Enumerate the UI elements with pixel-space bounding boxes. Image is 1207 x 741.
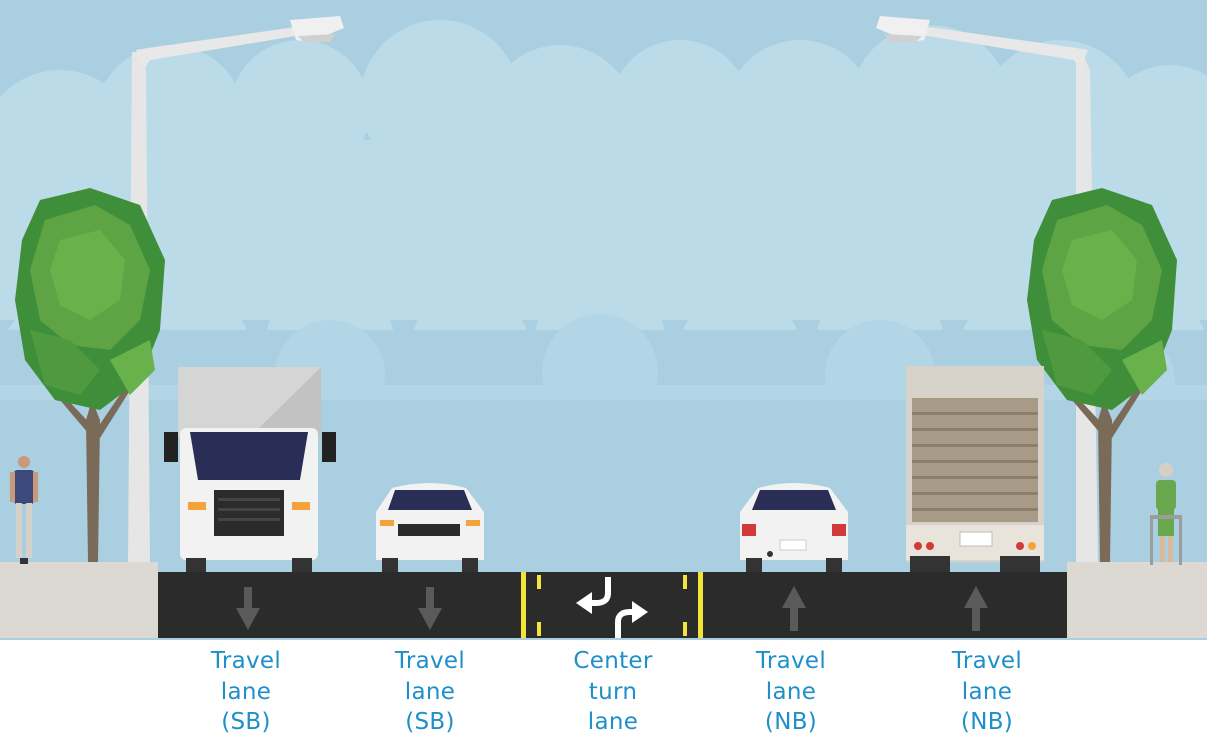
car-icon [740, 483, 848, 572]
lane-label-line1: Travel [394, 648, 466, 674]
roadway [158, 572, 1067, 638]
tree-icon [15, 188, 165, 562]
up-arrow-icon [964, 586, 988, 631]
lane-label-line1: Travel [210, 648, 282, 674]
pedestrian-icon [1150, 463, 1182, 565]
lane-label-line1: Travel [755, 648, 827, 674]
lane-label-center-turn: Center turn lane [533, 646, 693, 738]
lane-label-line2: lane [961, 678, 1013, 705]
lane-label-travel-sb-2: Travel lane (SB) [350, 646, 510, 738]
lane-label-line1: Travel [951, 648, 1023, 674]
tree-icon [1027, 188, 1177, 562]
lane-label-line3: (SB) [405, 709, 455, 735]
lane-label-line3: (NB) [764, 709, 818, 735]
lane-label-travel-nb-2: Travel lane (NB) [907, 646, 1067, 738]
up-arrow-icon [782, 586, 806, 631]
down-arrow-icon [236, 587, 260, 630]
center-lane-markings [521, 572, 703, 638]
pedestrian-icon [10, 456, 38, 564]
down-arrow-icon [418, 587, 442, 630]
lane-label-line2: turn [588, 678, 638, 705]
turn-arrows-icon [588, 577, 636, 638]
lane-label-line3: (SB) [221, 709, 271, 735]
lane-label-line2: lane [765, 678, 817, 705]
box-truck-icon [164, 367, 336, 572]
box-truck-icon [906, 366, 1044, 572]
lane-label-line3: lane [587, 709, 639, 735]
lane-label-line2: lane [220, 678, 272, 705]
lane-label-line1: Center [573, 648, 653, 674]
lane-label-travel-nb-1: Travel lane (NB) [711, 646, 871, 738]
lane-label-line3: (NB) [960, 709, 1014, 735]
right-sidewalk [1067, 562, 1207, 638]
car-icon [376, 483, 484, 572]
lane-label-travel-sb-1: Travel lane (SB) [166, 646, 326, 738]
left-sidewalk [0, 562, 158, 638]
lane-label-line2: lane [404, 678, 456, 705]
